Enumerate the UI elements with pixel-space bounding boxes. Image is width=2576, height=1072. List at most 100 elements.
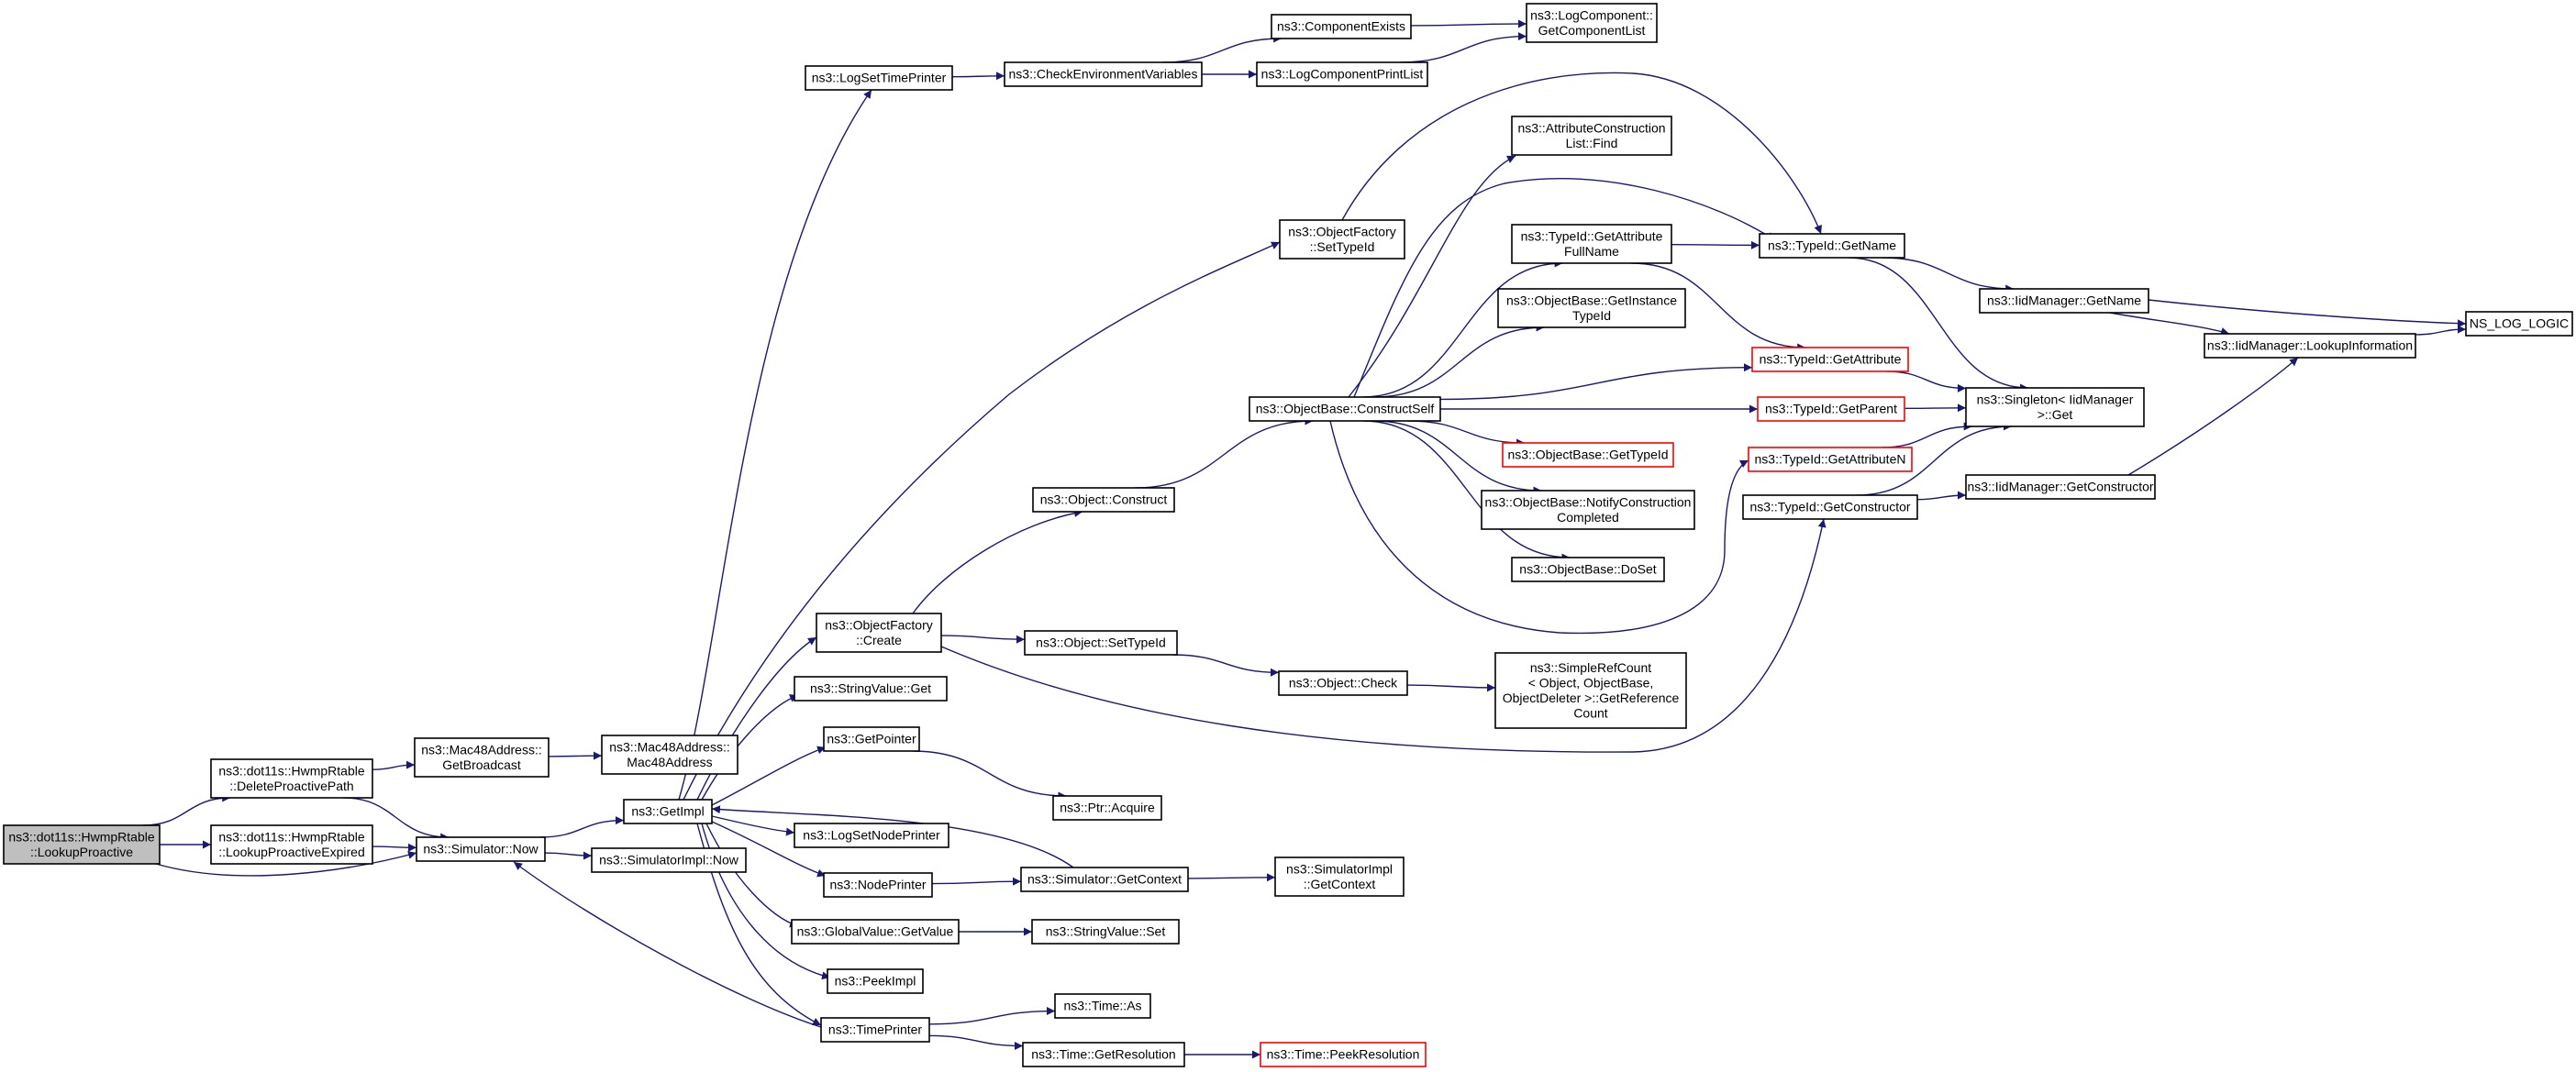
node-label: ns3::Object::SetTypeId	[1036, 635, 1166, 650]
node-objectbase-gettypeid[interactable]: ns3::ObjectBase::GetTypeId	[1502, 442, 1674, 468]
node-mac48-getbroadcast[interactable]: ns3::Mac48Address::GetBroadcast	[414, 737, 550, 778]
node-lookup-proactive-expired[interactable]: ns3::dot11s::HwmpRtable::LookupProactive…	[210, 824, 373, 865]
node-label: NS_LOG_LOGIC	[2470, 316, 2569, 331]
node-iidmanager-getname[interactable]: ns3::IidManager::GetName	[1979, 288, 2149, 314]
node-object-construct[interactable]: ns3::Object::Construct	[1032, 487, 1175, 513]
edge-objectbase_constructself-to-objectbase_notifyconstructioncompleted	[1373, 420, 1542, 495]
node-lookup-proactive[interactable]: ns3::dot11s::HwmpRtable::LookupProactive	[3, 824, 161, 865]
node-simplerefcount[interactable]: ns3::SimpleRefCount< Object, ObjectBase,…	[1494, 652, 1687, 729]
node-label: ObjectDeleter >::GetReference	[1503, 691, 1680, 705]
node-timeprinter[interactable]: ns3::TimePrinter	[820, 1017, 930, 1043]
edge-typeid_getconstructor-to-singleton_get	[1857, 422, 2012, 496]
node-box	[1526, 3, 1658, 43]
edge-timeprinter-to-simulator_now	[513, 861, 822, 1028]
node-getpointer[interactable]: ns3::GetPointer	[823, 726, 920, 752]
node-label: ns3::Time::As	[1063, 999, 1141, 1013]
node-box	[805, 65, 953, 91]
edge-objfactory_create-to-typeid_getconstructor	[940, 518, 1827, 753]
node-globalvalue-getvalue[interactable]: ns3::GlobalValue::GetValue	[791, 919, 960, 945]
node-label: ns3::StringValue::Set	[1046, 924, 1166, 939]
node-time-getresolution[interactable]: ns3::Time::GetResolution	[1022, 1042, 1185, 1067]
edge-objfactory_settypeid-to-typeid_getname	[1341, 72, 1822, 235]
node-checkenv[interactable]: ns3::CheckEnvironmentVariables	[1004, 61, 1203, 87]
node-typeid-getconstructor[interactable]: ns3::TypeId::GetConstructor	[1742, 494, 1918, 520]
edge-typeid_getparent-to-singleton_get	[1904, 403, 1967, 413]
function-nodes: ns3::dot11s::HwmpRtable::LookupProactive…	[3, 3, 2573, 1067]
edge-getimpl-to-nodeprinter	[711, 821, 827, 878]
node-label: ns3::Simulator::GetContext	[1027, 872, 1182, 887]
node-objfactory-create[interactable]: ns3::ObjectFactory::Create	[816, 613, 942, 653]
node-nodeprinter[interactable]: ns3::NodePrinter	[823, 872, 933, 898]
node-box	[1497, 288, 1686, 328]
node-label: ns3::dot11s::HwmpRtable	[218, 829, 364, 844]
node-stringvalue-get[interactable]: ns3::StringValue::Get	[794, 676, 948, 702]
node-objectbase-notifyconstructioncompleted[interactable]: ns3::ObjectBase::NotifyConstructionCompl…	[1481, 490, 1695, 530]
node-time-as[interactable]: ns3::Time::As	[1054, 993, 1151, 1019]
node-getimpl[interactable]: ns3::GetImpl	[623, 799, 713, 824]
node-label: ns3::ObjectFactory	[825, 617, 933, 632]
node-getcomponentlist[interactable]: ns3::LogComponent::GetComponentList	[1526, 3, 1658, 43]
node-iidmanager-lookupinformation[interactable]: ns3::IidManager::LookupInformation	[2204, 333, 2416, 359]
edge-logcomponentprintlist-to-getcomponentlist	[1400, 32, 1527, 63]
node-simulator-getcontext[interactable]: ns3::Simulator::GetContext	[1020, 867, 1189, 892]
edge-simulator_getcontext-to-getimpl	[711, 805, 1074, 868]
edge-typeid_getattributefullname-to-typeid_getname	[1671, 240, 1760, 249]
node-componentexists[interactable]: ns3::ComponentExists	[1271, 14, 1412, 39]
node-simulatorimpl-getcontext[interactable]: ns3::SimulatorImpl::GetContext	[1274, 856, 1405, 897]
node-objfactory-settypeid[interactable]: ns3::ObjectFactory::SetTypeId	[1279, 219, 1405, 260]
node-simulatorimpl-now[interactable]: ns3::SimulatorImpl::Now	[591, 847, 747, 873]
node-delete-proactive[interactable]: ns3::dot11s::HwmpRtable::DeleteProactive…	[210, 758, 373, 799]
edge-getimpl-to-objfactory_create	[696, 636, 817, 801]
node-label: ns3::PeekImpl	[835, 974, 916, 989]
node-typeid-getattribute[interactable]: ns3::TypeId::GetAttribute	[1751, 347, 1909, 372]
node-logsetnodeprinter[interactable]: ns3::LogSetNodePrinter	[794, 823, 949, 848]
node-box	[3, 824, 161, 865]
node-object-settypeid[interactable]: ns3::Object::SetTypeId	[1024, 630, 1178, 656]
edge-objectbase_constructself-to-attrconstructionlist_find	[1348, 155, 1516, 398]
node-objectbase-constructself[interactable]: ns3::ObjectBase::ConstructSelf	[1249, 396, 1441, 422]
node-objectbase-doset[interactable]: ns3::ObjectBase::DoSet	[1511, 557, 1665, 582]
node-ns-log-logic[interactable]: NS_LOG_LOGIC	[2465, 311, 2573, 337]
node-peekimpl[interactable]: ns3::PeekImpl	[827, 968, 924, 994]
edge-typeid_getattributen-to-singleton_get	[1881, 422, 1972, 448]
node-box	[1020, 867, 1189, 892]
node-label: ns3::LogSetNodePrinter	[803, 828, 940, 843]
node-stringvalue-set[interactable]: ns3::StringValue::Set	[1031, 919, 1180, 945]
node-typeid-getname[interactable]: ns3::TypeId::GetName	[1759, 233, 1905, 259]
node-label: ns3::StringValue::Get	[810, 681, 931, 696]
node-object-check[interactable]: ns3::Object::Check	[1278, 670, 1408, 696]
node-box	[1054, 993, 1151, 1019]
node-ptr-acquire[interactable]: ns3::Ptr::Acquire	[1052, 795, 1162, 821]
node-label: ::Create	[856, 633, 902, 647]
call-edges	[142, 19, 2467, 1059]
edge-delete_proactive-to-mac48_getbroadcast	[372, 760, 416, 770]
edge-objfactory_create-to-object_construct	[912, 509, 1083, 614]
node-label: ns3::LogComponentPrintList	[1261, 67, 1424, 82]
node-label: TypeId	[1572, 308, 1611, 323]
node-mac48-ctor[interactable]: ns3::Mac48Address::Mac48Address	[601, 735, 738, 775]
node-label: GetComponentList	[1538, 23, 1646, 38]
edge-mac48_getbroadcast-to-mac48_ctor	[548, 751, 603, 760]
node-label: ns3::ObjectBase::ConstructSelf	[1256, 402, 1435, 416]
node-label: ns3::SimulatorImpl::Now	[599, 853, 739, 868]
node-iidmanager-getconstructor[interactable]: ns3::IidManager::GetConstructor	[1965, 474, 2156, 500]
node-time-peekresolution[interactable]: ns3::Time::PeekResolution	[1260, 1042, 1427, 1067]
edge-getimpl-to-getpointer	[711, 746, 827, 806]
node-box	[2465, 311, 2573, 337]
node-box	[1751, 347, 1909, 372]
node-box	[1022, 1042, 1185, 1067]
node-box	[1032, 487, 1175, 513]
node-logsettimeprinter[interactable]: ns3::LogSetTimePrinter	[805, 65, 953, 91]
node-singleton-get[interactable]: ns3::Singleton< IidManager>::Get	[1965, 387, 2145, 427]
node-label: Completed	[1557, 510, 1619, 525]
node-typeid-getparent[interactable]: ns3::TypeId::GetParent	[1757, 396, 1905, 422]
node-box	[1742, 494, 1918, 520]
edge-simulator_now-to-getimpl	[539, 816, 625, 838]
node-typeid-getattributen[interactable]: ns3::TypeId::GetAttributeN	[1748, 447, 1913, 472]
node-logcomponentprintlist[interactable]: ns3::LogComponentPrintList	[1256, 61, 1428, 87]
node-simulator-now[interactable]: ns3::Simulator::Now	[416, 836, 546, 862]
